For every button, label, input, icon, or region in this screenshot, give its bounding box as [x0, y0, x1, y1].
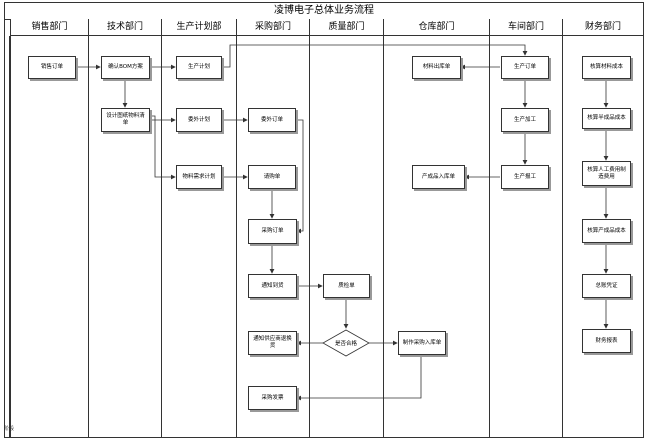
node-cost-labor: 核算人工费用制造费用	[582, 161, 631, 186]
decision-label: 是否合格	[334, 341, 357, 347]
lane-divider	[383, 19, 384, 437]
node-production-report: 生产报工	[501, 165, 549, 189]
lane-divider	[236, 19, 237, 437]
decision-diamond	[322, 329, 370, 357]
lane-divider	[562, 19, 563, 437]
node-sales-order: 销售订单	[28, 56, 76, 79]
node-material-plan: 物料需求计划	[176, 165, 222, 189]
node-cost-finished: 核算产成品成本	[582, 219, 631, 243]
node-production-order: 生产订单	[501, 56, 549, 79]
node-finished-inbound: 产成品入库单	[412, 165, 465, 189]
lane-divider	[88, 19, 89, 437]
node-return-notice: 通知供应商退换货	[248, 331, 297, 355]
lane-divider	[489, 19, 490, 437]
lane-divider	[309, 19, 310, 437]
node-qualified-decision: 是否合格	[322, 329, 370, 357]
node-outsource-plan: 委外计划	[176, 108, 222, 132]
node-arrival-notice: 通知到货	[248, 274, 297, 298]
node-production-plan: 生产计划	[176, 56, 222, 79]
node-confirm-bom: 确认BOM方案	[101, 56, 150, 79]
node-inspection: 质检单	[323, 274, 370, 298]
side-label: 阶段	[4, 426, 15, 432]
node-cost-semi: 核算半成品成本	[582, 108, 631, 129]
node-requisition: 请购单	[248, 165, 296, 189]
node-outsource-order: 委外订单	[248, 108, 296, 132]
lane-divider	[161, 19, 162, 437]
node-cost-material: 核算材料成本	[582, 56, 631, 79]
node-material-outbound: 材料出库单	[412, 56, 461, 79]
node-purchase-invoice: 采购发票	[248, 386, 297, 410]
node-financial-report: 财务报表	[582, 329, 631, 353]
node-production-work: 生产加工	[501, 108, 549, 132]
node-design-bom: 设计图纸物料清单	[101, 108, 150, 132]
side-strip	[4, 36, 10, 438]
lane-divider	[10, 19, 11, 437]
node-voucher: 总账凭证	[582, 274, 631, 298]
node-purchase-inbound: 制作采购入库单	[398, 331, 446, 355]
node-purchase-order: 采购订单	[248, 219, 297, 244]
